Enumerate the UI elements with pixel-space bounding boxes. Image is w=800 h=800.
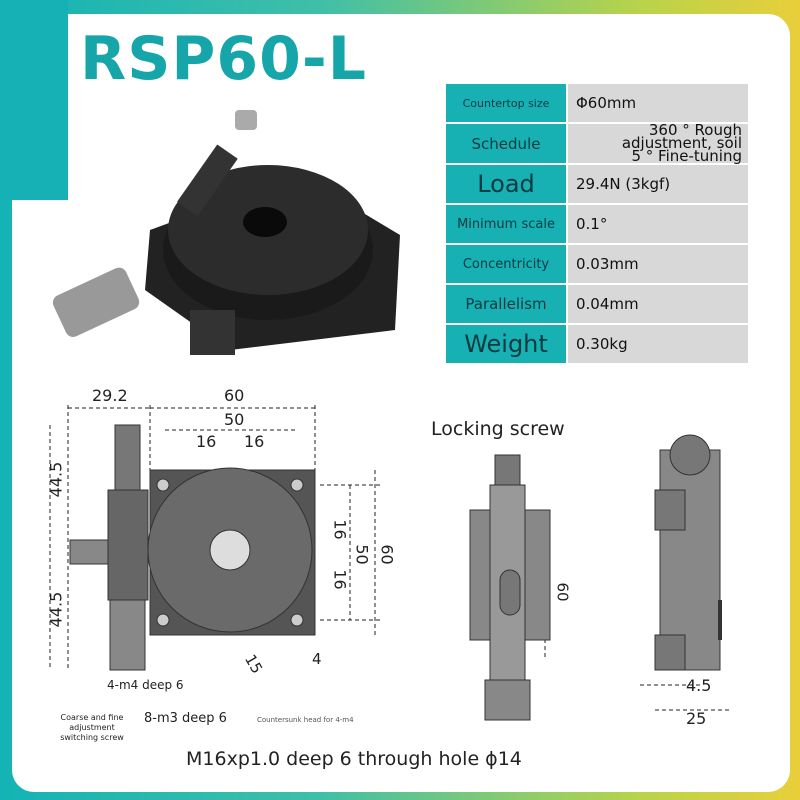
dim-50-vertical: 50 — [352, 544, 372, 565]
side-view — [654, 434, 722, 671]
product-photo — [52, 110, 400, 355]
dim-16-left: 16 — [196, 432, 217, 451]
front-view — [469, 454, 551, 721]
dim-60-vertical: 60 — [377, 544, 397, 565]
dim-4: 4 — [312, 650, 322, 668]
dim-4-5: 4.5 — [686, 676, 712, 695]
dim-60: 60 — [224, 386, 245, 405]
side-dim-60: 60 — [553, 582, 572, 602]
dim-16-lower: 16 — [330, 569, 350, 590]
m3-note: 8-m3 deep 6 — [144, 711, 227, 726]
locking-screw-label: Locking screw — [431, 418, 565, 440]
accent-panel — [0, 0, 68, 200]
switch-screw-note: Coarse and fine adjustment switching scr… — [60, 713, 124, 742]
dim-44-5-bottom: 44.5 — [46, 591, 66, 628]
product-title: RSP60-L — [80, 24, 368, 94]
hole-note: M16xp1.0 deep 6 through hole ϕ14 — [186, 748, 522, 770]
countersunk-note: Countersunk head for 4-m4 — [257, 716, 354, 724]
dim-16-upper: 16 — [330, 519, 350, 540]
dim-16-right: 16 — [244, 432, 265, 451]
m4-note: 4-m4 deep 6 — [107, 678, 184, 692]
dim-44-5-top: 44.5 — [46, 461, 66, 498]
top-view — [69, 424, 316, 671]
dim-29-2: 29.2 — [92, 386, 128, 405]
dim-25: 25 — [686, 709, 707, 728]
title-box — [68, 14, 358, 104]
dim-50: 50 — [224, 410, 245, 429]
